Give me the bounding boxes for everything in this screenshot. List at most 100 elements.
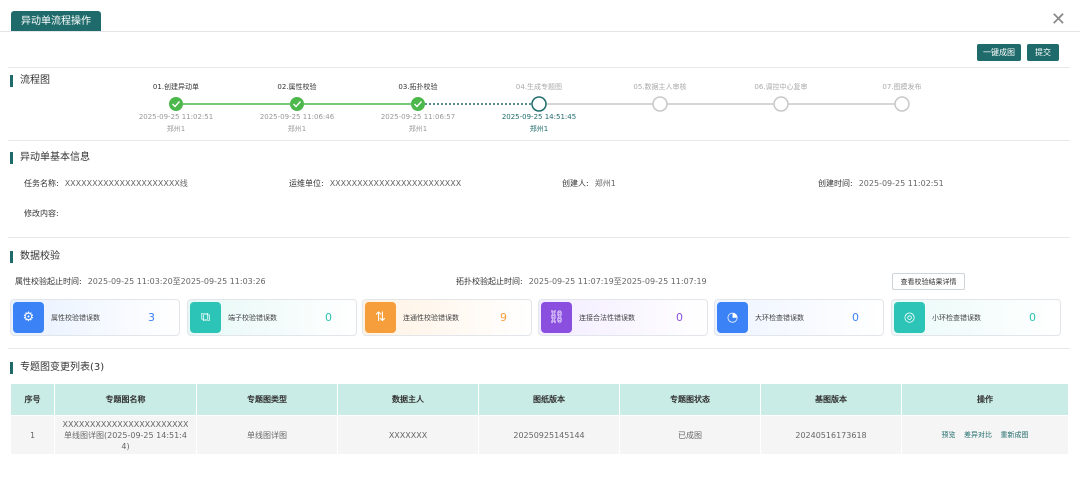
flow-step-user: 郑州1 xyxy=(166,125,186,133)
task-name-field: 任务名称:XXXXXXXXXXXXXXXXXXXXX线 xyxy=(24,178,188,189)
column-header: 操作 xyxy=(901,383,1069,416)
validation-card-count: 0 xyxy=(325,311,332,324)
flow-step-node xyxy=(531,96,547,112)
link-icon: ⛓ xyxy=(541,302,572,333)
flow-step-node xyxy=(652,96,668,112)
flow-step-label: 03.拓扑校验 xyxy=(398,83,438,91)
table-section-title: 专题图变更列表(3) xyxy=(10,362,104,374)
attr-range-field: 属性校验起止时间: 2025-09-25 11:03:20至2025-09-25 … xyxy=(15,276,266,287)
divider xyxy=(8,348,1070,349)
unit-label: 运维单位: xyxy=(289,179,324,188)
flow-step-user: 郑州1 xyxy=(287,125,307,133)
flow-section-title: 流程图 xyxy=(10,75,50,87)
flow-step-node xyxy=(290,97,304,111)
attr-range-value: 2025-09-25 11:03:20至2025-09-25 11:03:26 xyxy=(87,277,266,286)
modify-label: 修改内容: xyxy=(24,209,59,218)
flow-step-label: 05.数据主人审核 xyxy=(633,83,687,91)
dialog-title: 异动单流程操作 xyxy=(11,11,101,32)
row-status: 已成图 xyxy=(619,415,761,455)
creator-label: 创建人: xyxy=(562,179,589,188)
check-icon xyxy=(293,101,302,108)
view-details-button[interactable]: 查看校验结果详情 xyxy=(892,273,965,290)
flow-step-node xyxy=(169,97,183,111)
topo-range-value: 2025-09-25 11:07:19至2025-09-25 11:07:19 xyxy=(528,277,707,286)
close-icon[interactable]: ✕ xyxy=(1050,9,1066,30)
row-map-name: XXXXXXXXXXXXXXXXXXXXXXX 单线图详图(2025-09-25… xyxy=(54,415,197,455)
divider xyxy=(8,67,1070,68)
column-header: 基图版本 xyxy=(760,383,902,416)
column-header: 专题图类型 xyxy=(196,383,338,416)
flow-step-label: 01.创建异动单 xyxy=(152,83,200,91)
row-map-type: 单线图详图 xyxy=(196,415,338,455)
column-header: 图纸版本 xyxy=(478,383,620,416)
table-header-row: 序号 专题图名称 专题图类型 数据主人 图纸版本 专题图状态 基图版本 操作 xyxy=(10,383,1069,416)
row-drawing-version: 20250925145144 xyxy=(478,415,620,455)
flow-step-label: 07.图模发布 xyxy=(882,83,922,91)
preview-link[interactable]: 预览 xyxy=(941,431,956,439)
flow-diagram xyxy=(169,96,910,112)
divider xyxy=(8,140,1070,141)
row-owner: XXXXXXX xyxy=(337,415,479,455)
flow-step-time: 2025-09-25 14:51:45 xyxy=(501,113,577,121)
created-time-field: 创建时间: 2025-09-25 11:02:51 xyxy=(818,178,944,189)
modify-field: 修改内容: xyxy=(24,208,65,219)
flow-step-label: 06.调控中心复审 xyxy=(754,83,808,91)
validation-card-count: 0 xyxy=(1029,311,1036,324)
row-index: 1 xyxy=(10,415,55,455)
validation-card[interactable]: ◎ 小环检查错误数 0 xyxy=(891,299,1061,336)
created-time-value: 2025-09-25 11:02:51 xyxy=(858,179,944,188)
validation-card-label: 小环检查错误数 xyxy=(932,314,981,322)
column-header: 专题图状态 xyxy=(619,383,761,416)
task-name-label: 任务名称: xyxy=(24,179,59,188)
title-divider xyxy=(0,31,1080,32)
flow-step-node xyxy=(411,97,425,111)
validation-card-count: 0 xyxy=(852,311,859,324)
validation-card-label: 属性校验错误数 xyxy=(51,314,100,322)
gear-icon: ⚙ xyxy=(13,302,44,333)
row-map-name-line: XXXXXXXXXXXXXXXXXXXXXXX xyxy=(62,419,189,429)
divider xyxy=(8,237,1070,238)
attr-range-label: 属性校验起止时间: xyxy=(15,277,82,286)
ring-icon: ◎ xyxy=(894,302,925,333)
row-base-version: 20240516173618 xyxy=(760,415,902,455)
regenerate-link[interactable]: 重新成图 xyxy=(1000,431,1029,439)
validation-card-count: 9 xyxy=(500,311,507,324)
thematic-map-table: 序号 专题图名称 专题图类型 数据主人 图纸版本 专题图状态 基图版本 操作 1… xyxy=(10,383,1069,455)
column-header: 序号 xyxy=(10,383,55,416)
submit-button[interactable]: 提交 xyxy=(1027,44,1059,61)
diff-compare-link[interactable]: 差异对比 xyxy=(964,431,992,439)
column-header: 数据主人 xyxy=(337,383,479,416)
validation-card[interactable]: ◔ 大环检查错误数 0 xyxy=(714,299,884,336)
column-header: 专题图名称 xyxy=(54,383,197,416)
validation-card-count: 0 xyxy=(676,311,683,324)
unit-field: 运维单位: XXXXXXXXXXXXXXXXXXXXXXXX xyxy=(289,178,461,189)
network-icon: ⧉ xyxy=(190,302,221,333)
row-actions: 预览 差异对比 重新成图 xyxy=(901,415,1069,455)
check-icon xyxy=(414,101,423,108)
validation-card-label: 大环检查错误数 xyxy=(755,314,804,322)
flow-step-label: 02.属性校验 xyxy=(277,83,317,91)
validation-card[interactable]: ⧉ 端子校验错误数 0 xyxy=(187,299,357,336)
row-map-name-line: 4) xyxy=(121,441,130,451)
validation-card-label: 端子校验错误数 xyxy=(228,314,277,322)
validation-card-label: 连通性校验错误数 xyxy=(403,314,459,322)
flow-step-node xyxy=(773,96,789,112)
flow-step-time: 2025-09-25 11:06:46 xyxy=(259,113,335,121)
one-click-generate-button[interactable]: 一键成图 xyxy=(977,44,1021,61)
check-icon xyxy=(172,101,181,108)
flow-step-label: 04.生成专题图 xyxy=(515,83,563,91)
unit-value: XXXXXXXXXXXXXXXXXXXXXXXX xyxy=(329,179,462,188)
validation-card[interactable]: ⇅ 连通性校验错误数 9 xyxy=(362,299,532,336)
info-section-title: 异动单基本信息 xyxy=(10,152,90,164)
road-icon: ⇅ xyxy=(365,302,396,333)
creator-field: 创建人: 郑州1 xyxy=(562,178,616,189)
created-time-label: 创建时间: xyxy=(818,179,853,188)
flow-step-user: 郑州1 xyxy=(529,125,549,133)
validation-section-title: 数据校验 xyxy=(10,251,60,263)
topo-range-field: 拓扑校验起止时间:2025-09-25 11:07:19至2025-09-25 … xyxy=(456,276,707,287)
flow-step-user: 郑州1 xyxy=(408,125,428,133)
ring-chart-icon: ◔ xyxy=(717,302,748,333)
creator-value: 郑州1 xyxy=(594,179,616,188)
